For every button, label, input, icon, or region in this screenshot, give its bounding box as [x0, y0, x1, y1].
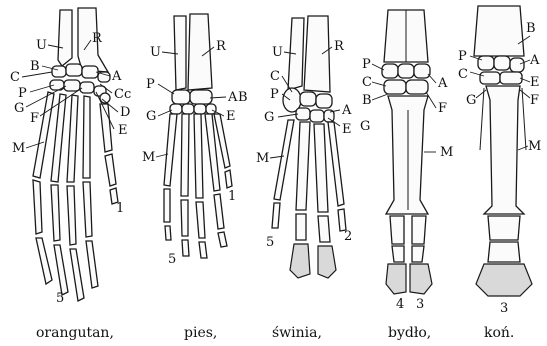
- label-cc: Cc: [114, 87, 131, 102]
- label-c: C: [458, 67, 468, 82]
- label-b: B: [526, 21, 536, 36]
- label-a: A: [227, 90, 238, 105]
- caption-kon: koń.: [484, 325, 514, 341]
- radius-bone: [474, 6, 524, 56]
- label-f: F: [530, 93, 539, 108]
- label-digit-5: 5: [168, 252, 176, 267]
- label-digit-1: 1: [228, 189, 236, 204]
- carpal-bones: [478, 56, 524, 84]
- label-a: A: [341, 103, 352, 118]
- phalanges: [386, 216, 432, 294]
- label-e: E: [226, 109, 236, 124]
- label-c: C: [362, 75, 372, 90]
- digit-2: [83, 96, 98, 288]
- label-p: P: [18, 86, 27, 101]
- label-m: M: [528, 139, 541, 154]
- label-m: M: [142, 150, 155, 165]
- label-ulna: U: [272, 45, 283, 60]
- label-a: A: [437, 76, 448, 91]
- caption-orangutan: orangutan,: [36, 325, 114, 341]
- label-g: G: [264, 110, 274, 125]
- label-d: D: [120, 105, 130, 120]
- label-c: C: [270, 69, 280, 84]
- label-g: G: [466, 93, 476, 108]
- metacarpals: [164, 114, 230, 198]
- digit-4: [51, 94, 68, 295]
- figure-swinia: U R C P G A E M 2 5 świnia,: [256, 16, 352, 341]
- label-g: G: [360, 119, 370, 134]
- label-digit-5: 5: [266, 235, 274, 250]
- metacarpals: [274, 120, 344, 212]
- label-g: G: [14, 101, 24, 116]
- label-a: A: [529, 53, 540, 68]
- splint-bone: [522, 88, 526, 150]
- carpal-bones: [283, 88, 334, 122]
- label-p: P: [362, 57, 371, 72]
- figure-orangutan: U R B C A Cc P G F D E M 1 5 orangutan,: [10, 8, 131, 341]
- label-p: P: [146, 77, 155, 92]
- label-e: E: [530, 75, 540, 90]
- digit-3: [67, 95, 84, 301]
- label-c: C: [10, 70, 20, 85]
- label-m: M: [440, 145, 453, 160]
- splint-bone: [480, 88, 484, 150]
- caption-swinia: świnia,: [272, 325, 322, 341]
- label-f: F: [438, 101, 447, 116]
- ulna-bone: [58, 10, 72, 66]
- label-b: B: [30, 59, 40, 74]
- figure-bydlo: P C B G A F M 4 3 bydło,: [360, 10, 453, 341]
- carpal-bones: [382, 64, 430, 94]
- ulna-bone: [174, 16, 186, 90]
- label-p: P: [458, 49, 467, 64]
- label-radius: R: [334, 39, 345, 54]
- phalanges: [272, 203, 346, 278]
- cannon-bone: [386, 96, 428, 214]
- radius-bone: [304, 16, 330, 92]
- label-radius: R: [216, 39, 227, 54]
- figure-kon: B P A C E F G M 3 koń.: [458, 6, 541, 341]
- label-digit-4: 4: [396, 297, 404, 312]
- label-digit-3: 3: [500, 301, 508, 316]
- label-digit-3: 3: [416, 297, 424, 312]
- figure-pies: U R P A B G E M 1 5 pies,: [142, 14, 248, 341]
- label-m: M: [12, 141, 25, 156]
- radius-bone: [188, 14, 212, 90]
- label-digit-5: 5: [56, 291, 64, 306]
- label-a: A: [111, 69, 122, 84]
- label-digit-1: 1: [116, 201, 124, 216]
- label-f: F: [30, 111, 39, 126]
- label-ulna: U: [36, 38, 47, 53]
- label-digit-2: 2: [344, 229, 352, 244]
- label-p: P: [270, 87, 279, 102]
- label-b: B: [362, 93, 372, 108]
- caption-pies: pies,: [184, 325, 217, 341]
- caption-bydlo: bydło,: [388, 325, 431, 341]
- carpal-bones: [170, 90, 216, 114]
- label-m: M: [256, 151, 269, 166]
- label-g: G: [146, 109, 156, 124]
- label-e: E: [118, 123, 128, 138]
- phalanges: [476, 216, 532, 296]
- label-ulna: U: [150, 45, 161, 60]
- label-radius: R: [92, 31, 103, 46]
- label-e: E: [342, 122, 352, 137]
- label-b: B: [238, 90, 248, 105]
